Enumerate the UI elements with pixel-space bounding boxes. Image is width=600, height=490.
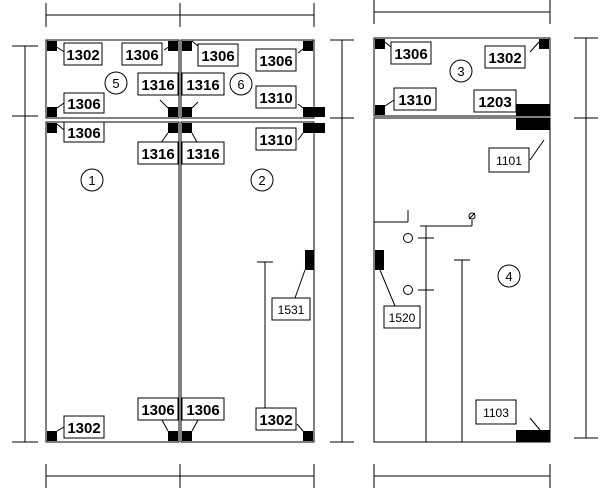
room-5-number: 5: [112, 76, 119, 91]
label-p3-tl: 1306: [394, 46, 427, 63]
label-p1-br: 1306: [141, 402, 174, 419]
label-p5-tl: 1302: [66, 47, 99, 64]
label-p1-tl: 1306: [67, 125, 100, 142]
dimension-bottom: [45, 464, 551, 488]
label-p3-tr: 1302: [488, 50, 521, 67]
room-markers: 5 6 1 2 3 4: [80, 59, 521, 288]
label-p6-br: 1310: [259, 90, 292, 107]
panel-outlines: [45, 37, 551, 443]
part-labels: 1302 1306 1306 1316 1306 1306 1316 1310 …: [63, 41, 530, 439]
label-p4-side: 1520: [389, 311, 416, 325]
label-p6-tr: 1306: [259, 53, 292, 70]
panel-6-outline: [180, 39, 315, 119]
label-p4-br: 1103: [483, 406, 509, 420]
dimension-top: [45, 0, 551, 27]
label-p6-tl: 1306: [201, 48, 234, 65]
label-p2-tr: 1310: [259, 132, 292, 149]
label-p3-bl: 1310: [398, 92, 431, 109]
panel-2-outline: [180, 121, 315, 443]
label-p2-side: 1531: [278, 303, 305, 317]
room-3-number: 3: [457, 64, 464, 79]
room-3-marker: [449, 59, 473, 83]
room-6-marker: [229, 72, 253, 96]
interior-fittings: [257, 210, 476, 442]
room-1-marker: [80, 168, 104, 192]
label-p5-bl: 1306: [67, 96, 100, 113]
label-p1-tr: 1316: [141, 146, 174, 163]
room-5-marker: [104, 71, 128, 95]
outlet-icon-lower: [403, 285, 413, 295]
panel-3-outline: [373, 37, 551, 117]
label-p4-tr: 1101: [496, 154, 522, 168]
corner-blocks: [47, 39, 550, 442]
label-p5-br: 1316: [141, 77, 174, 94]
room-6-number: 6: [237, 77, 244, 92]
panel-1-outline: [45, 121, 180, 443]
dimension-middle: [330, 39, 354, 443]
dimension-right: [574, 37, 598, 439]
label-p2-br: 1302: [259, 412, 292, 429]
dimension-left: [12, 45, 38, 443]
room-1-number: 1: [88, 173, 95, 188]
label-p6-bl: 1316: [186, 77, 219, 94]
panel-5-outline: [45, 39, 180, 119]
label-p2-bl: 1306: [186, 402, 219, 419]
label-p3-br: 1203: [478, 94, 511, 111]
label-p2-tl: 1316: [186, 146, 219, 163]
room-2-marker: [250, 168, 274, 192]
outlet-small-icon: [468, 212, 476, 220]
room-4-number: 4: [505, 269, 512, 284]
outlet-icon-upper: [403, 233, 413, 243]
room-4-marker: [497, 264, 521, 288]
label-p1-bl: 1302: [67, 420, 100, 437]
label-p5-tr: 1306: [125, 47, 158, 64]
room-2-number: 2: [258, 173, 265, 188]
